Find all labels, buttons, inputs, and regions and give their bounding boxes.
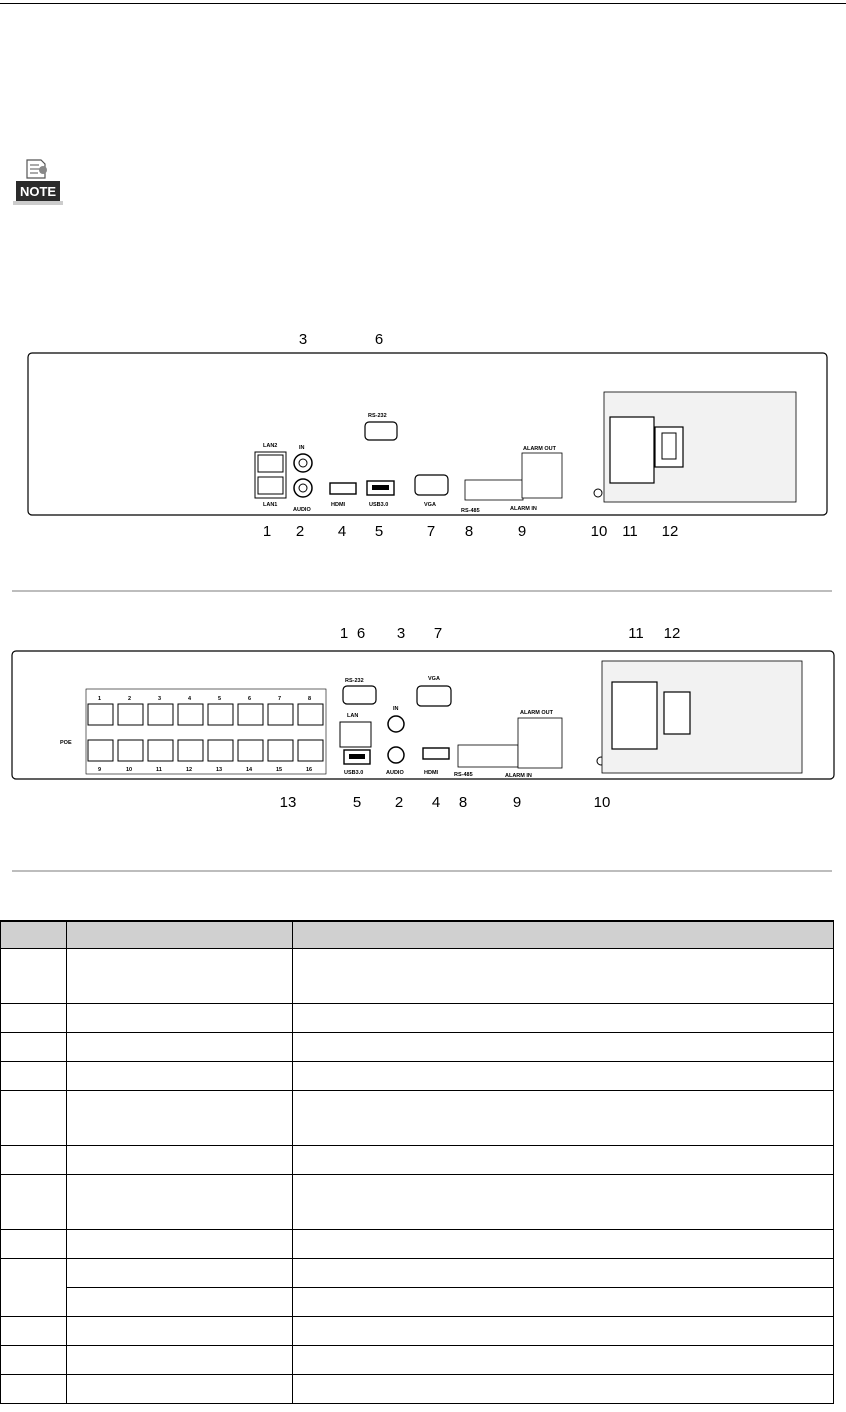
callout-2-12: 12 [663,625,681,642]
callout-2-2: 2 [394,794,404,811]
note-label: NOTE [20,184,56,199]
table-row [0,1090,834,1146]
svg-text:7: 7 [278,696,281,702]
table-header-row [0,920,834,949]
svg-text:12: 12 [186,767,192,773]
note-icon: NOTE [13,159,63,205]
table-row [0,1003,834,1033]
alarm-in-label: ALARM IN [510,506,537,512]
hdmi-label-2: HDMI [424,770,439,776]
table-row [0,1174,834,1230]
rs485-label-2: RS-485 [454,772,473,778]
lan2-label: LAN2 [263,443,277,449]
callout-2-6: 6 [356,625,366,642]
table-row [0,1061,834,1091]
callout-11: 11 [622,523,638,540]
table-row [0,1145,834,1175]
rs232-label: RS-232 [368,413,387,419]
callout-2-8: 8 [458,794,468,811]
svg-text:15: 15 [276,767,282,773]
header-rule [0,3,846,4]
divider-2 [12,870,832,872]
usb-label: USB3.0 [369,502,388,508]
callout-5: 5 [374,523,384,540]
alarm-out-label: ALARM OUT [523,446,557,452]
svg-text:6: 6 [248,696,251,702]
callout-2-11: 11 [628,625,644,642]
table-row [0,1258,834,1317]
hdmi-label: HDMI [331,502,346,508]
svg-text:13: 13 [216,767,222,773]
alarm-out-label-2: ALARM OUT [520,710,554,716]
svg-text:4: 4 [188,696,192,702]
callout-2-5: 5 [352,794,362,811]
callout-9: 9 [517,523,527,540]
audio-label-2: AUDIO [386,770,404,776]
usb-label-2: USB3.0 [344,770,363,776]
table-row [1,1287,834,1317]
table-row [0,1374,834,1404]
audio-in-label-2: IN [393,706,399,712]
poe-label: POE [60,740,72,746]
rear-panel-diagram-1: LAN2 LAN1 IN AUDIO HDMI USB3.0 RS-232 VG… [27,352,828,516]
alarm-in-label-2: ALARM IN [505,773,532,779]
rs485-label: RS-485 [461,508,480,514]
callout-6: 6 [374,331,384,348]
callout-4: 4 [337,523,347,540]
audio-label: AUDIO [293,507,311,513]
callout-2-4: 4 [431,794,441,811]
callout-2-7: 7 [433,625,443,642]
callout-2-1: 1 [339,625,349,642]
svg-text:11: 11 [156,767,162,773]
callout-2-10: 10 [593,794,611,811]
svg-text:8: 8 [308,696,311,702]
svg-text:14: 14 [246,767,253,773]
vga-label-2: VGA [428,676,440,682]
svg-text:5: 5 [218,696,221,702]
vga-label: VGA [424,502,436,508]
svg-text:3: 3 [158,696,161,702]
callout-1: 1 [262,523,272,540]
table-row [0,1229,834,1259]
svg-text:10: 10 [126,767,132,773]
rs232-label-2: RS-232 [345,678,364,684]
svg-text:16: 16 [306,767,312,773]
table-row [0,1345,834,1375]
table-row [0,1316,834,1346]
callout-12: 12 [661,523,679,540]
lan1-label: LAN1 [263,502,277,508]
svg-text:2: 2 [128,696,131,702]
table-row [0,1032,834,1062]
callout-3: 3 [298,331,308,348]
interface-table [0,920,834,1404]
callout-8: 8 [464,523,474,540]
callout-2-13: 13 [279,794,297,811]
svg-text:1: 1 [98,696,101,702]
audio-in-label: IN [299,445,305,451]
table-row [0,948,834,1004]
callout-7: 7 [426,523,436,540]
callout-10: 10 [590,523,608,540]
callout-2-9: 9 [512,794,522,811]
poe-port-grid [87,703,324,762]
callout-2-3: 3 [396,625,406,642]
divider-1 [12,590,832,592]
callout-2: 2 [295,523,305,540]
svg-text:9: 9 [98,767,101,773]
lan-label: LAN [347,713,358,719]
